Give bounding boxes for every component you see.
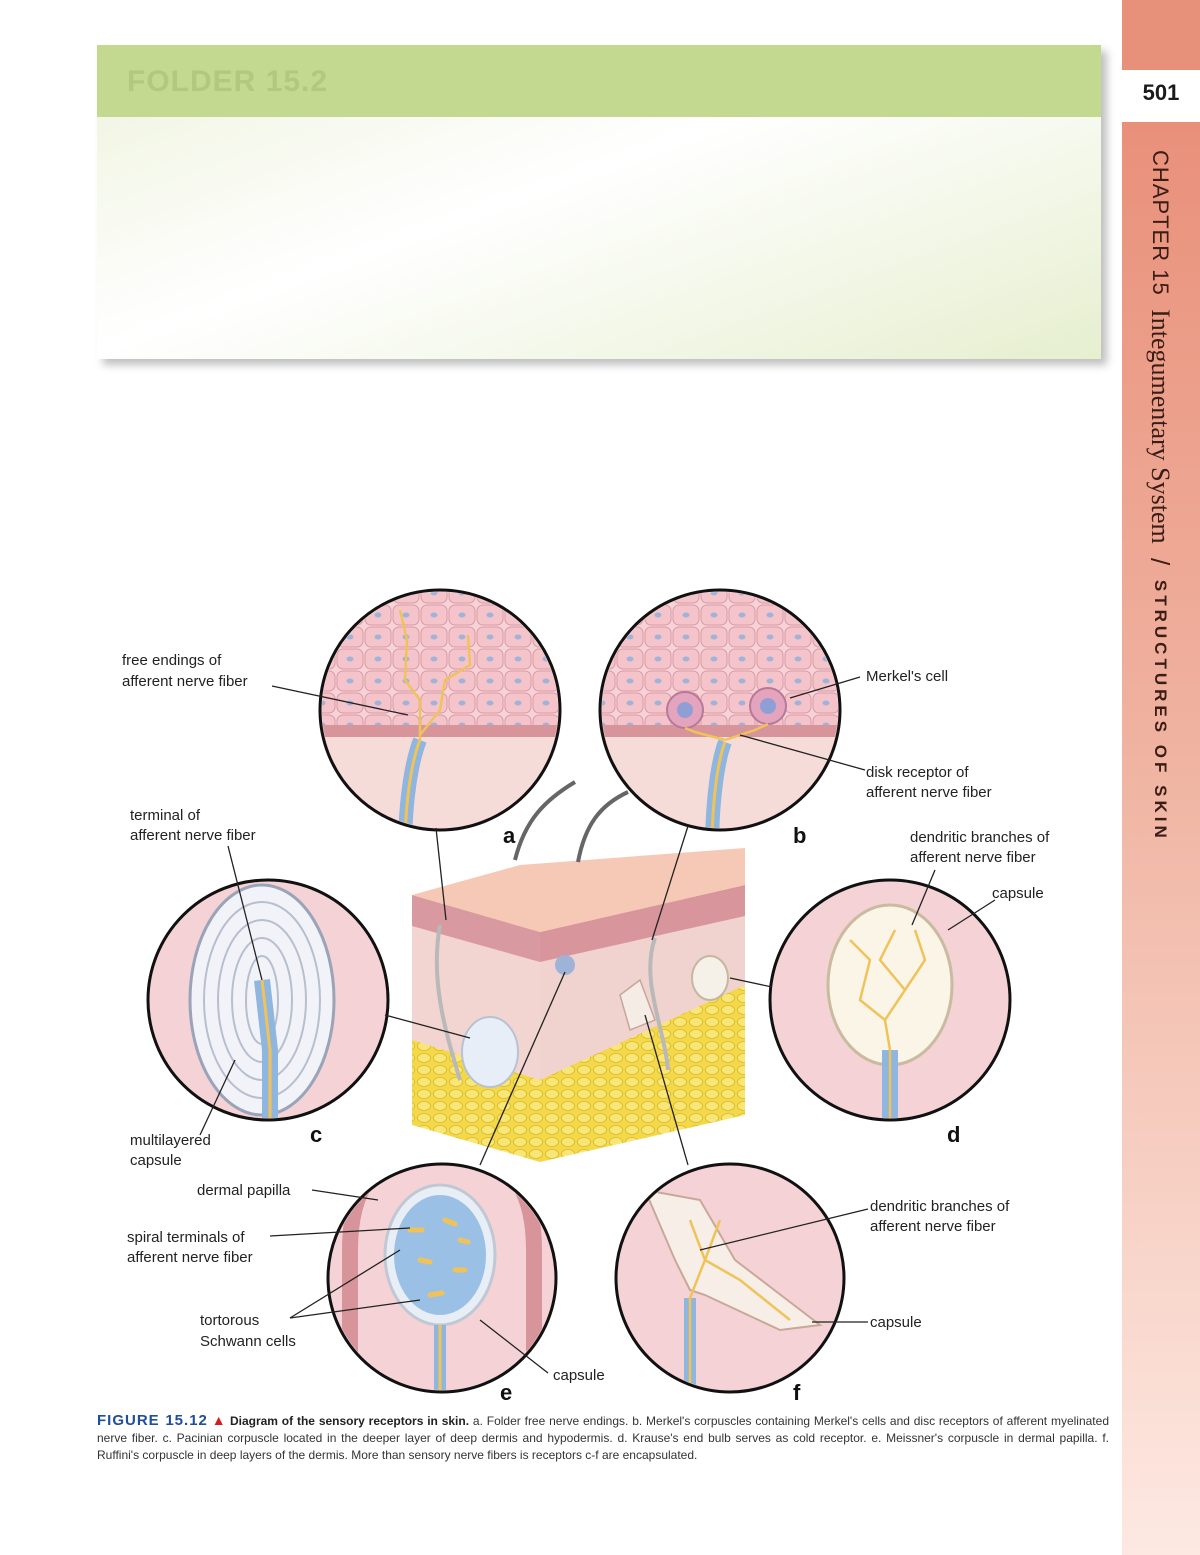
caption-text: a. Folder free nerve endings. b. Merkel'… [97,1414,1109,1462]
label-dermal-papilla: dermal papilla [197,1182,291,1199]
skin-block-top-surface [412,848,745,932]
label-capsule-f: capsule [870,1314,922,1331]
panel-b-letter: b [793,823,806,848]
label-spiral-line2: afferent nerve fiber [127,1249,253,1266]
hair-1 [513,780,577,861]
label-dendritic-f-line1: dendritic branches of [870,1198,1010,1215]
nerve-fiber-b [648,937,670,1071]
nerve-fiber-a [434,924,462,1081]
label-merkel-cell: Merkel's cell [866,668,948,685]
sidebar-top-tab [1122,0,1200,70]
panel-d-krause: d [768,878,1012,1147]
label-dendritic-d: dendritic branches of afferent nerve fib… [910,829,1053,866]
label-multilayered-capsule: multilayered capsule [130,1132,215,1169]
panel-a-letter: a [503,823,516,848]
panel-f-ruffini: f [614,1162,846,1405]
label-free-endings-line2: afferent nerve fiber [122,673,248,690]
label-spiral-line1: spiral terminals of [127,1229,245,1246]
label-free-endings-line1: free endings of [122,652,222,669]
label-multilayered-line2: capsule [130,1152,182,1169]
label-dendritic-d-line2: afferent nerve fiber [910,849,1036,866]
folder-title: FOLDER 15.2 [127,65,329,98]
label-capsule-d: capsule [992,885,1044,902]
label-terminal: terminal of afferent nerve fiber [130,807,256,844]
pacinian-corpuscle-small [461,1016,519,1088]
skin-block [412,780,745,1162]
label-free-endings: free endings of afferent nerve fiber [122,652,248,690]
skin-block-epidermis-front [540,885,745,962]
running-head-separator: / [1145,558,1175,566]
panel-a-free-endings: a [318,588,562,848]
panel-e-meissner: e [326,1162,558,1405]
panel-b-merkel: b [598,588,842,848]
leader-lines [199,676,996,1374]
label-schwann-line2: Schwann cells [200,1333,296,1350]
folder-box: FOLDER 15.2 [97,45,1101,359]
panel-c-letter: c [310,1122,322,1147]
chapter-title: Integumentary System [1146,309,1175,544]
label-capsule-e: capsule [553,1367,605,1384]
label-disk-receptor-line1: disk receptor of [866,764,969,781]
chapter-sidebar [1122,122,1200,1555]
label-dendritic-f-line2: afferent nerve fiber [870,1218,996,1235]
label-disk-receptor-line2: afferent nerve fiber [866,784,992,801]
label-terminal-line2: afferent nerve fiber [130,827,256,844]
folder-header: FOLDER 15.2 [97,45,1101,117]
label-schwann-cells: tortorous Schwann cells [200,1312,296,1350]
panel-d-letter: d [947,1122,960,1147]
figure-caption: FIGURE 15.12 ▲ Diagram of the sensory re… [97,1412,1109,1464]
krause-bulb-small [691,955,729,1001]
label-multilayered-line1: multilayered [130,1132,211,1149]
panel-f-letter: f [793,1380,801,1405]
page-number: 501 [1142,80,1180,105]
label-dendritic-d-line1: dendritic branches of [910,829,1050,846]
label-schwann-line1: tortorous [200,1312,259,1329]
hair-2 [576,790,629,863]
skin-block-epidermis-side [412,895,540,962]
sidebar-running-head: CHAPTER 15 Integumentary System / STRUCT… [1144,150,1175,842]
label-disk-receptor: disk receptor of afferent nerve fiber [866,764,992,801]
panel-c-pacinian: c [146,878,390,1147]
label-dendritic-f: dendritic branches of afferent nerve fib… [870,1198,1013,1235]
connector-lines [384,825,773,1166]
section-title: STRUCTURES OF SKIN [1151,579,1170,842]
caption-label: FIGURE 15.12 [97,1412,208,1429]
meissner-small [555,955,575,975]
label-spiral-terminals: spiral terminals of afferent nerve fiber [127,1229,253,1266]
sensory-receptors-figure: a b c [122,588,1053,1405]
caption-marker: ▲ [211,1412,227,1428]
chapter-number: CHAPTER 15 [1148,150,1173,296]
caption-title: Diagram of the sensory receptors in skin… [229,1414,470,1428]
label-terminal-line1: terminal of [130,807,201,824]
panel-e-letter: e [500,1380,512,1405]
